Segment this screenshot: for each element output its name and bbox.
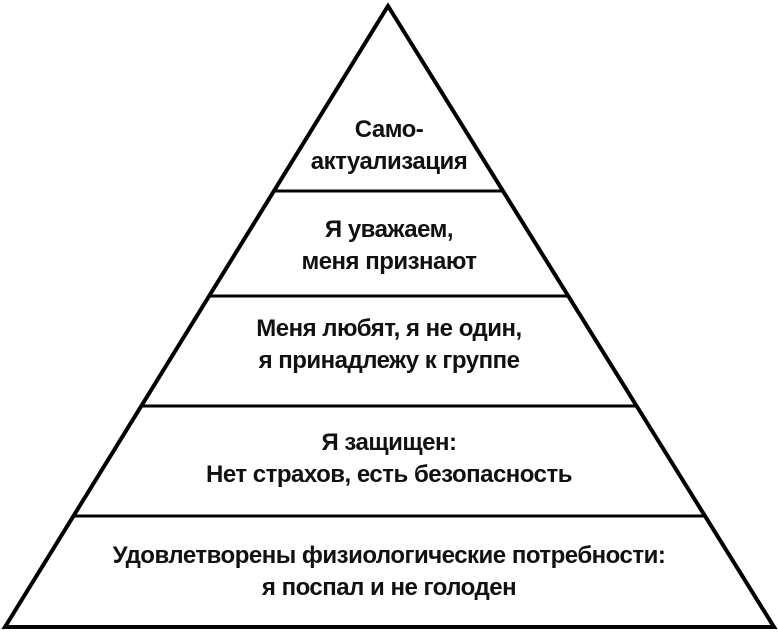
level-belonging: Меня любят, я не один, я принадлежу к гр… bbox=[0, 313, 778, 377]
level-4-line-2: Нет страхов, есть безопасность bbox=[206, 461, 573, 488]
level-2-line-1: Я уважаем, bbox=[324, 216, 454, 243]
level-safety: Я защищен: Нет страхов, есть безопасност… bbox=[0, 427, 778, 491]
level-3-line-2: я принадлежу к группе bbox=[258, 347, 520, 374]
level-1-line-2: актуализация bbox=[310, 148, 468, 175]
level-esteem: Я уважаем, меня признают bbox=[0, 214, 778, 278]
level-physiological: Удовлетворены физиологические потребност… bbox=[0, 540, 778, 604]
level-4-line-1: Я защищен: bbox=[321, 429, 457, 456]
level-5-line-2: я поспал и не голоден bbox=[261, 574, 517, 601]
level-3-line-1: Меня любят, я не один, bbox=[256, 315, 522, 342]
level-1-line-1: Само- bbox=[354, 116, 424, 143]
level-2-line-2: меня признают bbox=[301, 248, 477, 275]
level-self-actualization: Само- актуализация bbox=[0, 114, 778, 178]
level-5-line-1: Удовлетворены физиологические потребност… bbox=[112, 542, 666, 569]
